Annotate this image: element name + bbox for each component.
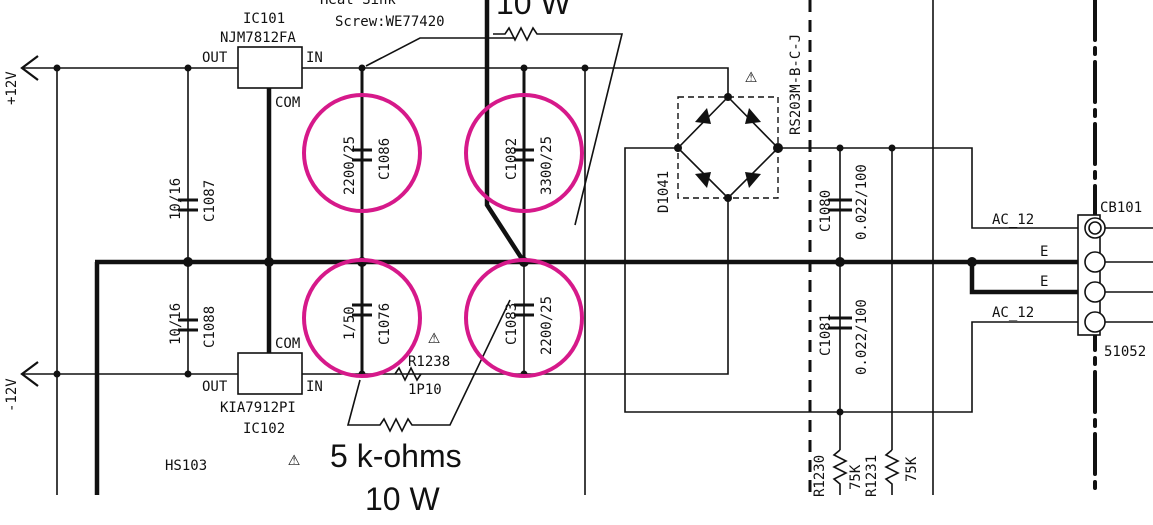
ic101-out: OUT: [202, 50, 228, 66]
c1086-ref: C1086: [377, 138, 393, 180]
c1083-value: 2200/25: [539, 296, 555, 355]
capacitor-symbols: [178, 148, 852, 332]
r1231-ref: R1231: [864, 455, 880, 497]
rail-plus12v-label: +12V: [4, 71, 20, 105]
c1083-ref: C1083: [504, 303, 520, 345]
c1080-ref: C1080: [818, 190, 834, 232]
warning-icon: ⚠: [745, 63, 757, 87]
pin-label-e-2: E: [1040, 274, 1048, 290]
rail-minus12v-label: -12V: [4, 378, 20, 412]
c1082-value: 3300/25: [539, 136, 555, 195]
top-power-annotation: 10 W: [496, 0, 571, 21]
c1080-value: 0.022/100: [854, 164, 870, 240]
c1088-value: 10/16: [168, 303, 184, 345]
c1087-ref: C1087: [202, 180, 218, 222]
c1088-ref: C1088: [202, 306, 218, 348]
r1230-value: 75K: [848, 464, 864, 490]
c1087-value: 10/16: [168, 178, 184, 220]
heatsink-label: HS103: [165, 458, 207, 474]
d1041-ref: D1041: [656, 171, 672, 213]
highlight-rings: [302, 93, 584, 378]
c1081-ref: C1081: [818, 314, 834, 356]
c1076-ref: C1076: [377, 303, 393, 345]
c1081-value: 0.022/100: [854, 299, 870, 375]
junction-dots: [53, 64, 977, 416]
warning-icon: ⚠: [288, 446, 300, 470]
warning-icon: ⚠: [428, 324, 440, 348]
connector-cb101[interactable]: [1077, 214, 1106, 336]
pin-label-ac12-top: AC_12: [992, 212, 1034, 228]
pin-label-ac12-bottom: AC_12: [992, 305, 1034, 321]
ic101-ref: IC101: [243, 11, 285, 27]
diode-bridge: [676, 95, 780, 200]
minus12v-arrow-icon: [20, 361, 39, 387]
wires: [22, 0, 1153, 495]
resistance-annotation: 5 k-ohms: [330, 438, 462, 474]
r1238-ref: R1238: [408, 354, 450, 370]
cb101-ref: CB101: [1100, 200, 1142, 216]
ic102-in: IN: [306, 379, 323, 395]
ic101-part: NJM7812FA: [220, 30, 296, 46]
r1231-value: 75K: [904, 456, 920, 482]
r1238-value: 1P10: [408, 382, 442, 398]
ic102-box: [237, 352, 303, 395]
ic102-com: COM: [275, 336, 300, 352]
plus12v-arrow-icon: [20, 55, 39, 81]
c1086-value: 2200/25: [342, 136, 358, 195]
bottom-power-annotation: 10 W: [365, 481, 440, 517]
r1230-ref: R1230: [812, 455, 828, 497]
board-label: RS203M-B-C-J: [788, 34, 804, 135]
ic101-in: IN: [306, 50, 323, 66]
heatsink-title: Heat Sink: [320, 0, 396, 8]
c1076-value: 1/50: [342, 306, 358, 340]
pin-label-e-1: E: [1040, 244, 1048, 260]
cb101-part: 51052: [1104, 344, 1146, 360]
ic101-box: [237, 46, 303, 89]
ground-bus: [94, 0, 1087, 495]
ic102-out: OUT: [202, 379, 228, 395]
screw-label: Screw:WE77420: [335, 14, 445, 30]
ic101-com: COM: [275, 95, 300, 111]
ic102-ref: IC102: [243, 421, 285, 437]
c1082-ref: C1082: [504, 138, 520, 180]
ic102-part: KIA7912PI: [220, 400, 296, 416]
